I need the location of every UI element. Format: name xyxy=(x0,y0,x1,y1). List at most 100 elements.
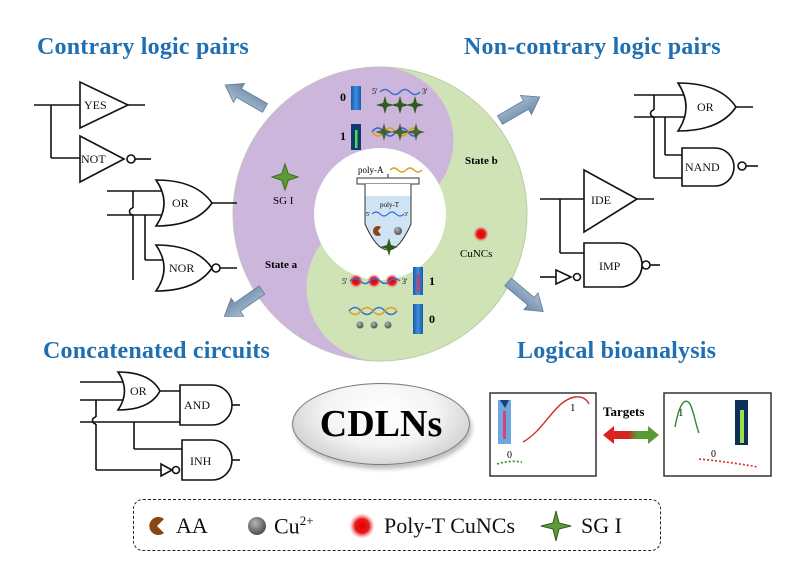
legend-item-sgi: SG I xyxy=(539,500,622,552)
state-a-label: State a xyxy=(265,259,298,271)
contrary-logic-circuit xyxy=(34,80,237,292)
legend-item-aa: AA xyxy=(148,500,208,552)
poly-a-label: poly-A xyxy=(358,165,384,175)
heading-logical-bioanalysis: Logical bioanalysis xyxy=(517,338,717,364)
tube-air-gap xyxy=(365,184,411,196)
cu-ion-sphere-icon xyxy=(248,517,266,535)
bioanalysis-right-panel: 1 0 xyxy=(663,392,772,477)
output-0-label: 0 xyxy=(429,312,435,326)
gate-label-nand: NAND xyxy=(685,160,720,174)
gate-label-yes: YES xyxy=(84,98,107,112)
tube-blue-icon xyxy=(351,86,361,110)
poly-t-label: poly-T xyxy=(380,201,400,209)
reaction-tube-icon: poly-A poly-T 5' 3' xyxy=(356,165,423,256)
gate-label-or: OR xyxy=(130,384,147,398)
cu-ion-sphere-icon xyxy=(356,321,364,329)
cu-charge: 2+ xyxy=(299,512,314,528)
ide-gate-icon xyxy=(583,168,639,234)
nor-gate-icon xyxy=(154,244,213,292)
five-prime-label: 5' xyxy=(342,277,348,286)
cunc-red-glow-icon xyxy=(385,274,399,288)
or-gate-icon xyxy=(154,179,213,227)
legend-label-sgi: SG I xyxy=(581,513,622,538)
cuncs-label: CuNCs xyxy=(460,248,492,260)
five-prime-label: 5' xyxy=(366,212,370,218)
state-a-output-1: 1 xyxy=(340,123,425,150)
arrow-bottom-right-icon xyxy=(504,277,544,313)
cunc-red-glow-icon xyxy=(367,274,381,288)
green-emission-curve xyxy=(674,400,700,434)
cdlns-title: CDLNs xyxy=(319,403,443,445)
targets-label: Targets xyxy=(603,404,644,419)
legend-item-poly-t-cuncs: Poly-T CuNCs xyxy=(348,500,515,552)
ssdna-strand-icon xyxy=(379,88,421,96)
gate-label-or: OR xyxy=(697,100,714,114)
state-b-output-1: 5' 3' 1 xyxy=(342,267,435,295)
gate-label-ide: IDE xyxy=(591,193,611,207)
poly-a-strand-icon xyxy=(389,167,423,173)
legend-label-aa: AA xyxy=(176,513,208,538)
or-gate-icon xyxy=(676,82,737,132)
heading-concatenated-circuits: Concatenated circuits xyxy=(43,338,271,364)
cu-ion-sphere-icon xyxy=(394,227,402,235)
cdlns-badge: CDLNs xyxy=(292,383,470,465)
output-0-label: 0 xyxy=(340,90,346,104)
cu-text: Cu xyxy=(274,513,300,539)
gate-label-not: NOT xyxy=(81,152,106,166)
and-gate-icon xyxy=(179,384,233,426)
output-1-label: 1 xyxy=(429,274,435,288)
state-b-label: State b xyxy=(465,155,498,167)
gate-label-nor: NOR xyxy=(169,261,194,275)
double-arrow-icon xyxy=(603,426,659,444)
bioanalysis-left-panel: 1 0 xyxy=(489,392,597,477)
red-signal-icon xyxy=(417,274,420,292)
cunc-red-glow-icon xyxy=(349,513,375,539)
signal-low-label: 0 xyxy=(711,449,716,460)
sgi-label: SG I xyxy=(273,195,294,207)
yes-gate-icon xyxy=(79,80,130,130)
cunc-red-glow-icon xyxy=(349,274,363,288)
nand-gate-icon xyxy=(681,147,735,187)
inverter-icon xyxy=(160,462,174,478)
poly-t-strand-icon xyxy=(371,211,405,217)
red-signal-icon xyxy=(503,411,506,439)
inh-gate-icon xyxy=(181,439,233,481)
red-baseline-curve xyxy=(698,458,759,468)
aa-pacman-icon xyxy=(149,517,164,535)
output-1-label: 1 xyxy=(340,129,346,143)
gate-label-imp: IMP xyxy=(599,259,621,273)
three-prime-label: 3' xyxy=(402,277,408,286)
poly-t-strand-icon xyxy=(349,277,401,285)
sgi-star-large-icon xyxy=(270,162,300,192)
tube-tip-icon xyxy=(500,400,509,408)
heading-contrary-logic-pairs: Contrary logic pairs xyxy=(37,34,249,60)
red-emission-curve xyxy=(522,396,590,443)
state-b-output-0: 0 xyxy=(348,304,435,334)
concatenated-circuit xyxy=(80,371,240,481)
cu-ion-sphere-icon xyxy=(370,321,378,329)
legend-label-poly-t-cuncs: Poly-T CuNCs xyxy=(384,513,516,538)
sgi-green-star-icon xyxy=(540,510,572,542)
five-prime-label: 5' xyxy=(372,87,378,96)
arrow-bottom-left-icon xyxy=(223,285,266,317)
gate-label-or: OR xyxy=(172,196,189,210)
arrow-top-left-icon xyxy=(224,83,269,113)
panel-frame xyxy=(663,392,772,477)
inverter-icon xyxy=(555,268,573,286)
arrow-top-right-icon xyxy=(496,95,541,125)
gate-label-inh: INH xyxy=(190,454,212,468)
aa-pacman-icon xyxy=(373,226,381,236)
heading-non-contrary-logic-pairs: Non-contrary logic pairs xyxy=(464,34,721,60)
green-signal-icon xyxy=(740,410,744,443)
three-prime-label: 3' xyxy=(404,212,408,218)
dsdna-strand-gold-icon xyxy=(348,306,398,316)
three-prime-label: 3' xyxy=(422,87,428,96)
cu-ion-sphere-icon xyxy=(384,321,392,329)
tube-cap-icon xyxy=(356,177,420,185)
legend-label-cu: Cu2+ xyxy=(274,513,314,539)
cunc-red-glow-icon xyxy=(473,226,489,242)
green-signal-icon xyxy=(355,130,358,148)
gate-label-and: AND xyxy=(184,398,210,412)
signal-high-label: 1 xyxy=(678,407,684,419)
